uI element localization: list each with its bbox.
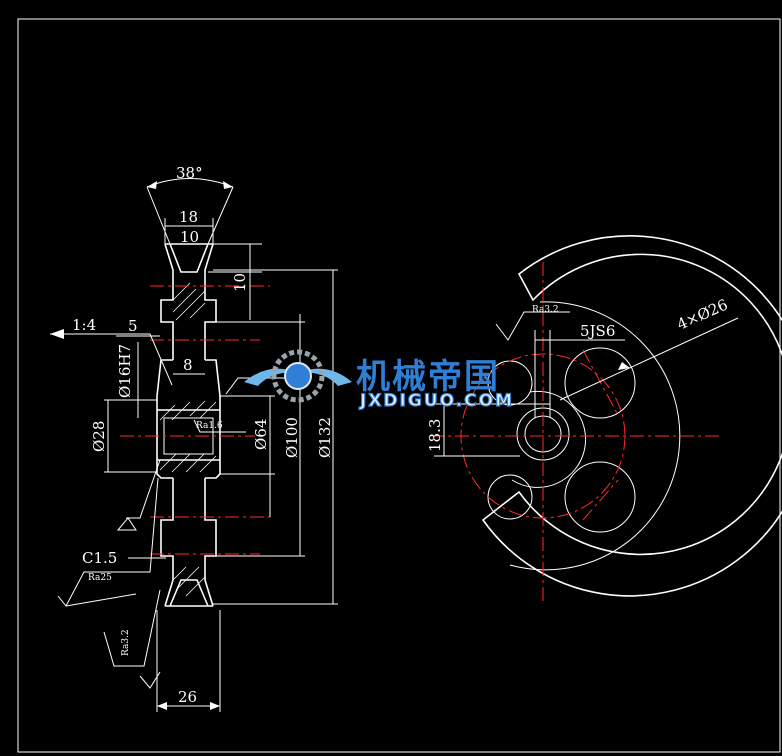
dim-angle: 38° bbox=[176, 164, 203, 182]
dim-key-depth: 18.3 bbox=[426, 419, 444, 452]
hatching-upper bbox=[159, 282, 217, 421]
drawing-border bbox=[17, 18, 781, 753]
watermark-en: JXDIGUO.COM bbox=[359, 391, 514, 411]
section-view: 38° 18 10 10 1:4 5 8 Ø16H7 Ø28 Ra1.6 bbox=[50, 164, 338, 712]
watermark-cn: 机械帝国 bbox=[356, 357, 500, 397]
roughness-keyway: Ra3.2 bbox=[532, 305, 559, 315]
dim-hub-dia: Ø28 bbox=[90, 421, 108, 452]
dim-holes: 4×Ø26 bbox=[674, 295, 730, 333]
dim-total-width: 26 bbox=[178, 688, 197, 706]
dim-web-width: 8 bbox=[183, 356, 193, 374]
dim-groove-width: 10 bbox=[180, 228, 199, 246]
wing-logo-icon bbox=[244, 349, 352, 403]
front-view: 5JS6 Ra3.2 18.3 4×Ø26 bbox=[426, 235, 782, 604]
hatching-lower bbox=[159, 453, 217, 597]
dim-groove-depth: 10 bbox=[231, 273, 249, 292]
roughness-face: Ra25 bbox=[88, 573, 112, 583]
dim-rim-inner-dia: Ø100 bbox=[283, 417, 301, 458]
dim-bore-fit: Ø16H7 bbox=[116, 344, 134, 398]
dim-taper: 1:4 bbox=[72, 316, 96, 334]
dim-hub-step: 5 bbox=[128, 317, 138, 335]
roughness-bore: Ra1.6 bbox=[196, 421, 223, 431]
dim-chamfer: C1.5 bbox=[82, 549, 117, 567]
watermark: 机械帝国 JXDIGUO.COM bbox=[244, 349, 514, 412]
roughness-rim: Ra3.2 bbox=[121, 629, 131, 656]
dim-keyway-width: 5JS6 bbox=[580, 322, 615, 340]
dim-web-dia: Ø64 bbox=[252, 419, 270, 450]
dim-outer-dia: Ø132 bbox=[316, 417, 334, 458]
dim-top-width: 18 bbox=[179, 208, 198, 226]
